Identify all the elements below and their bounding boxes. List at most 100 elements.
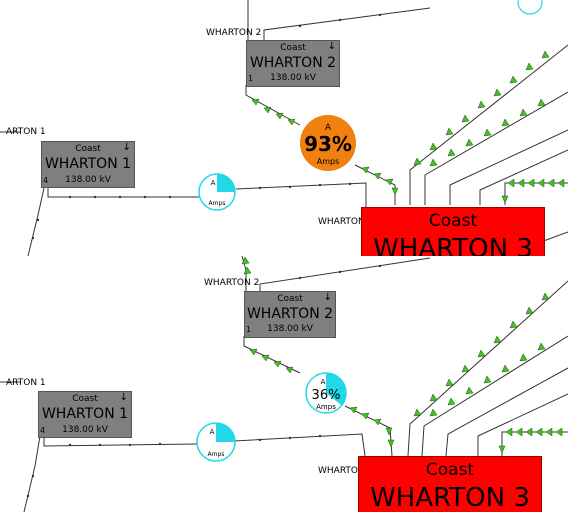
flow-arrow — [519, 353, 528, 362]
line-w1-to-w3-b[interactable] — [235, 182, 367, 207]
bus-name: WHARTON 3 — [373, 234, 533, 256]
bus-name: WHARTON 1 — [44, 156, 132, 172]
tick — [158, 442, 162, 446]
pie-small-slice — [216, 423, 235, 442]
line-loading-pie-36[interactable]: A 36% Amps — [305, 372, 347, 414]
bus-area: Coast — [75, 144, 101, 154]
flow-arrow — [251, 98, 260, 106]
line-w1-to-w3-a[interactable] — [43, 434, 199, 447]
line-loading-pie-small-top[interactable]: A Amps — [198, 173, 236, 211]
bus-arrow-icon: ↓ — [327, 41, 336, 52]
flow-arrow — [285, 366, 294, 374]
flow-arrow — [527, 178, 535, 188]
bus-box-wharton2[interactable]: Coast ↓ WHARTON 2 1 138.00 kV — [246, 40, 340, 87]
flow-arrow — [501, 364, 510, 373]
pie-small-slice — [217, 174, 235, 192]
flow-arrow — [261, 354, 270, 362]
flow-arrow — [483, 375, 492, 384]
line-w2-to-w3-a[interactable] — [245, 85, 301, 126]
bus-voltage: 138.00 kV — [270, 73, 316, 83]
line-w3-ne3[interactable] — [449, 129, 568, 205]
bus-name: WHARTON 2 — [246, 306, 334, 322]
bus-arrow-icon: ↓ — [119, 392, 128, 403]
flow-arrow — [535, 427, 543, 437]
flow-arrow — [525, 306, 534, 315]
bus-box-wharton3[interactable]: Coast WHARTON 3 — [358, 456, 542, 512]
pie-93-units: Amps — [317, 157, 340, 166]
line-tick-markers — [31, 13, 382, 240]
line-w1-to-w3-a[interactable] — [47, 185, 200, 198]
tick — [348, 182, 352, 186]
flow-arrow — [287, 118, 296, 126]
tick — [68, 443, 72, 447]
pie-small-units: Amps — [209, 200, 226, 207]
flow-arrow — [385, 427, 393, 436]
pie-36-label: A — [321, 378, 326, 386]
bus-box-wharton2[interactable]: Coast ↓ WHARTON 2 1 138.00 kV — [244, 291, 336, 338]
line-w3-ne4[interactable] — [479, 149, 568, 205]
flow-arrow — [465, 386, 474, 395]
flow-arrow — [461, 364, 470, 373]
bus-box-wharton1[interactable]: Coast ↓ WHARTON 1 4 138.00 kV — [38, 391, 132, 438]
bus-number: 4 — [40, 426, 46, 435]
line-w1-south[interactable] — [23, 435, 41, 512]
bus-label-wharton1: ARTON 1 — [6, 127, 46, 137]
flow-arrow — [557, 178, 565, 188]
pie-small-units: Amps — [208, 451, 225, 458]
tick — [338, 18, 342, 22]
bus-area: Coast — [277, 294, 303, 304]
line-w2-to-w3-a[interactable] — [243, 336, 301, 374]
tick — [36, 218, 40, 222]
bus-label-wharton2: WHARTON 2 — [206, 28, 262, 38]
flow-arrow — [517, 178, 525, 188]
diagram-panel-bottom: A 36% Amps A Amps WHARTON 2 ARTON 1 WHAR… — [0, 256, 568, 512]
line-wharton2-northeast[interactable] — [259, 257, 431, 291]
flow-arrow — [429, 408, 438, 417]
line-w3-ne3[interactable] — [445, 367, 568, 457]
line-w3-ne4[interactable] — [477, 393, 568, 456]
tick — [378, 264, 382, 268]
flow-arrow — [461, 114, 470, 123]
diagram-panel-top: A 93% Amps A Amps WHARTON 2 ARTON 1 WHAR… — [0, 0, 568, 256]
flow-arrow — [525, 427, 533, 437]
flow-arrow — [243, 266, 252, 275]
flow-arrow — [413, 408, 422, 417]
flow-arrow — [429, 393, 438, 402]
line-w3-ne1[interactable] — [409, 44, 568, 205]
tick — [318, 183, 322, 187]
flow-arrow — [505, 427, 513, 437]
tick — [258, 438, 262, 442]
line-loading-pie-93[interactable]: A 93% Amps — [300, 115, 356, 171]
flow-arrow — [493, 88, 502, 97]
flow-arrow — [501, 118, 510, 127]
flow-arrow — [477, 349, 486, 358]
flow-arrow — [477, 100, 486, 109]
pie-small-label: A — [211, 179, 216, 187]
tick — [93, 195, 97, 199]
flow-arrow — [349, 406, 358, 414]
flow-arrow — [493, 335, 502, 344]
line-w3-ne1[interactable] — [407, 280, 568, 457]
line-w3-east[interactable] — [504, 182, 568, 205]
bus-name: WHARTON 1 — [41, 406, 129, 422]
bus-box-wharton3[interactable]: Coast WHARTON 3 — [361, 207, 545, 256]
line-w2-to-w3-b[interactable] — [354, 164, 396, 205]
line-w1-south[interactable] — [27, 187, 45, 256]
pie-93-fill — [300, 115, 356, 171]
bus-box-wharton1[interactable]: Coast ↓ WHARTON 1 4 138.00 kV — [41, 141, 135, 188]
flow-arrow — [519, 108, 528, 117]
line-w3-ne2[interactable] — [421, 335, 568, 457]
bus-arrow-icon: ↓ — [323, 292, 332, 303]
bus-label-wharton3: WHARTON 3 — [318, 466, 374, 476]
bus-area: Coast — [280, 43, 306, 53]
line-w3-ne2[interactable] — [424, 91, 568, 205]
line-loading-pie-small-bottom[interactable]: A Amps — [196, 422, 236, 462]
line-wharton2-northeast[interactable] — [263, 7, 431, 40]
flow-arrow — [537, 98, 546, 107]
line-w1-to-w3-b[interactable] — [233, 433, 366, 457]
flow-arrow — [447, 397, 456, 406]
flow-arrow — [483, 128, 492, 137]
pie-small-label: A — [210, 428, 215, 436]
tick — [118, 195, 122, 199]
flow-arrow — [541, 50, 550, 59]
